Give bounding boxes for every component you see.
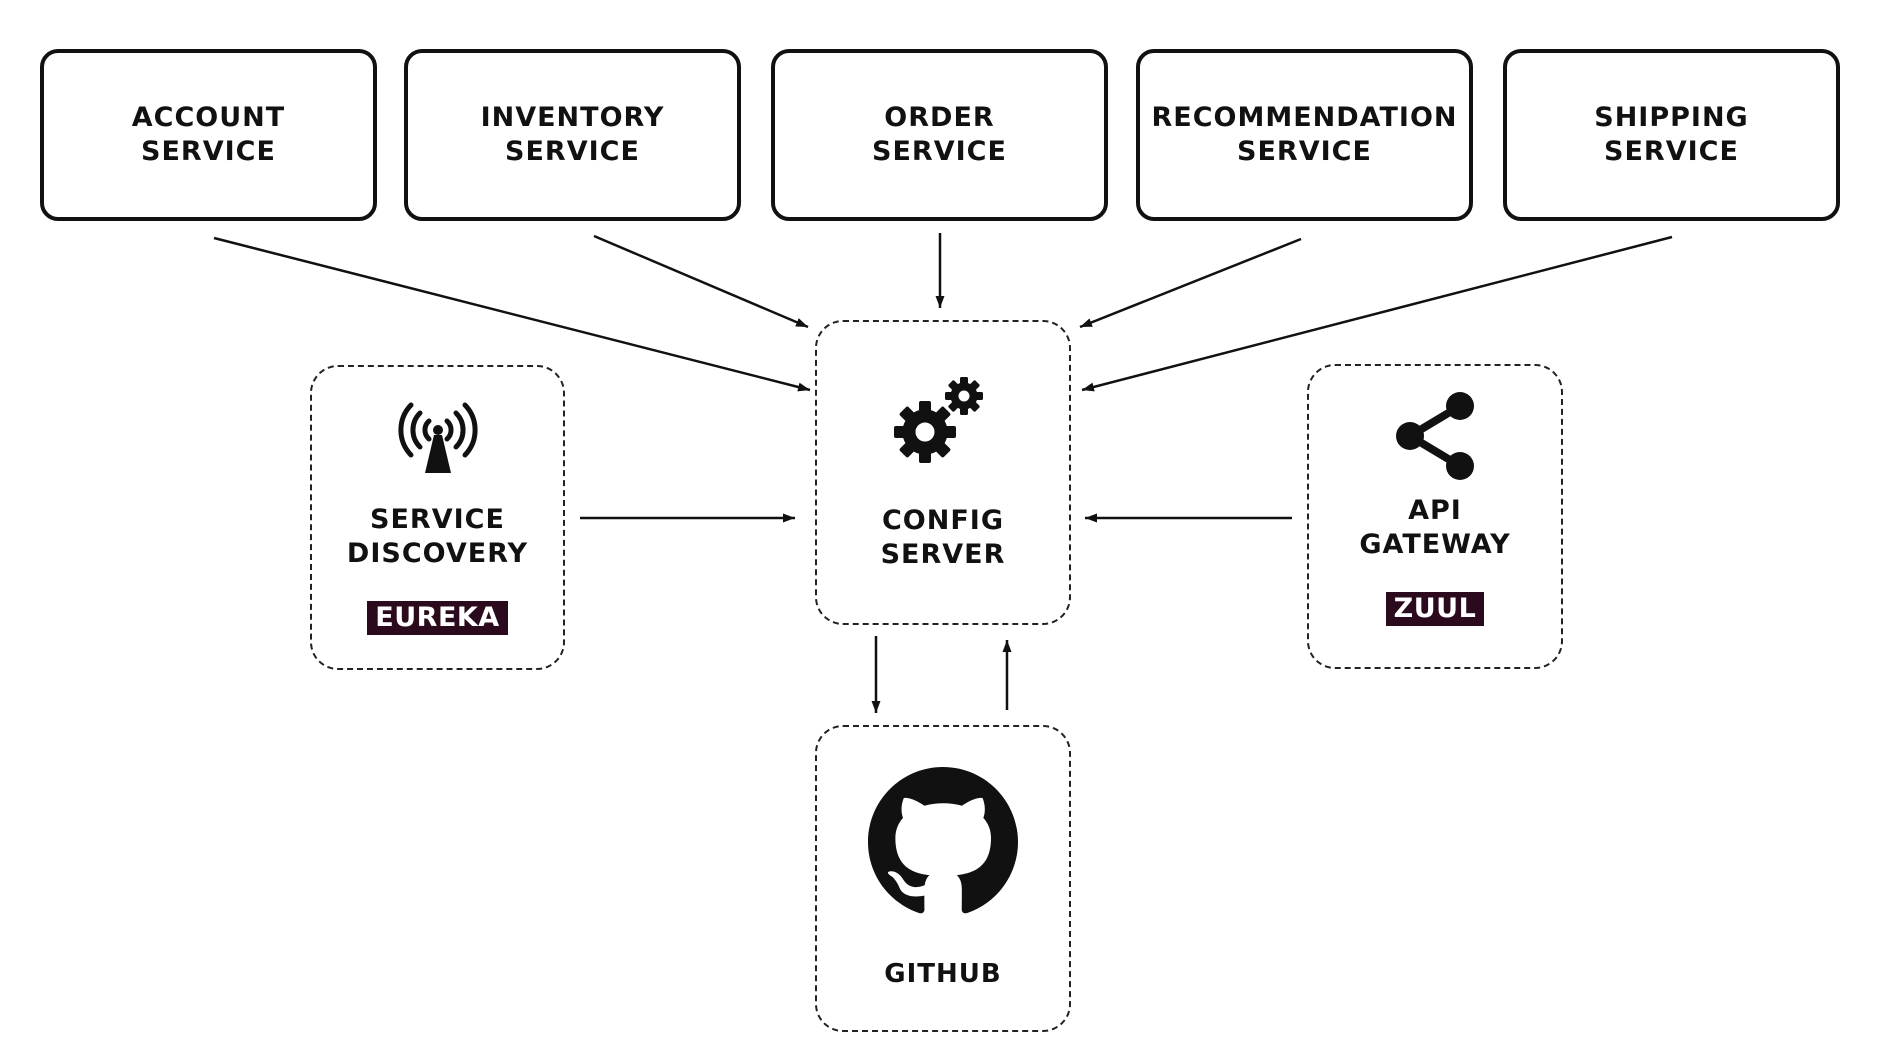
api-gateway-label: API GATEWAY [1359,495,1511,560]
share-icon [1396,392,1474,480]
arrow-shipping-to-config [1081,235,1673,392]
service-discovery-label: SERVICE DISCOVERY [346,504,529,569]
service-discovery-box: SERVICE DISCOVERY EUREKA [310,365,565,670]
github-icon [868,767,1018,914]
shipping-service-box: SHIPPING SERVICE [1503,49,1840,221]
arrow-account-to-config [213,236,811,392]
recommendation-service-label: RECOMMENDATION SERVICE [1151,102,1458,167]
inventory-service-label: INVENTORY SERVICE [480,102,665,167]
config-server-label: CONFIG SERVER [880,505,1006,570]
config-server-box: CONFIG SERVER [815,320,1071,625]
github-label: GITHUB [884,959,1002,989]
arrow-inventory-to-config [593,234,809,329]
inventory-service-box: INVENTORY SERVICE [404,49,741,221]
zuul-badge: ZUUL [1385,592,1485,626]
api-gateway-box: API GATEWAY ZUUL [1307,364,1563,669]
order-service-box: ORDER SERVICE [771,49,1108,221]
order-service-label: ORDER SERVICE [872,102,1007,167]
account-service-label: ACCOUNT SERVICE [131,102,286,167]
eureka-badge: EUREKA [367,601,508,635]
gears-icon [894,377,983,463]
github-box: GITHUB [815,725,1071,1032]
account-service-box: ACCOUNT SERVICE [40,49,377,221]
antenna-signal-icon [397,402,478,473]
recommendation-service-box: RECOMMENDATION SERVICE [1136,49,1473,221]
arrow-recommendation-to-config [1079,237,1302,329]
shipping-service-label: SHIPPING SERVICE [1594,102,1749,167]
